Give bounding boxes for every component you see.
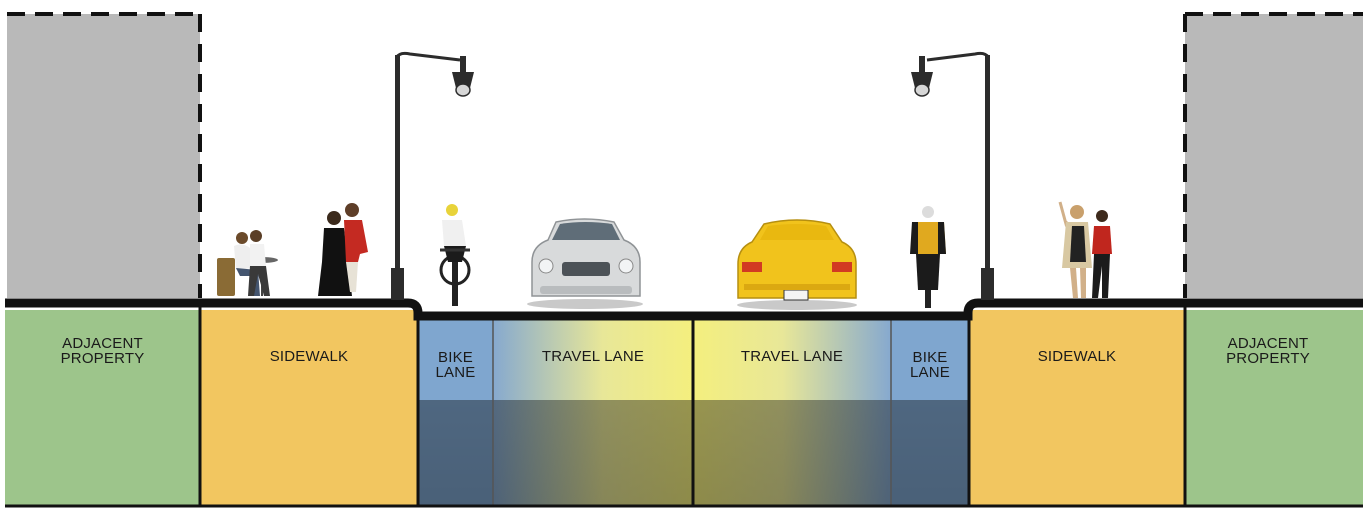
pedestrian-icon [1092,210,1112,298]
zone-adjacent-left [5,310,200,505]
street-lamp-icon [911,51,994,300]
zone-adjacent-right [1185,310,1363,505]
cyclist-icon [910,206,946,308]
car-icon [737,219,857,310]
pedestrian-icon [1058,201,1092,298]
zone-sidewalk-right [969,310,1185,505]
zone-label-travel-left: TRAVEL LANE [541,348,645,365]
building-left [7,14,200,298]
building-right [1185,14,1363,298]
pedestrian-icon [234,232,260,296]
zone-label-adjacent-right: ADJACENT PROPERTY [1226,335,1310,367]
zone-label-bike-left: BIKE LANE [435,349,476,381]
zone-label-bike-right: BIKE LANE [910,349,950,381]
zone-label-travel-right: TRAVEL LANE [740,348,844,365]
street-surface-line [5,298,1363,321]
pedestrian-icon [344,203,368,292]
street-lamp-icon [391,51,474,300]
pedestrian-icon [248,230,270,296]
zone-dividers [198,305,1187,507]
car-icon [527,218,643,309]
zone-sidewalk-left [200,310,418,505]
zone-label-adjacent-left: ADJACENT PROPERTY [60,335,145,367]
zone-label-sidewalk-left: SIDEWALK [269,348,349,365]
cyclist-icon [439,204,471,306]
pedestrian-icon [318,211,352,296]
ground-zones [5,310,1363,505]
zone-label-sidewalk-right: SIDEWALK [1037,348,1117,365]
